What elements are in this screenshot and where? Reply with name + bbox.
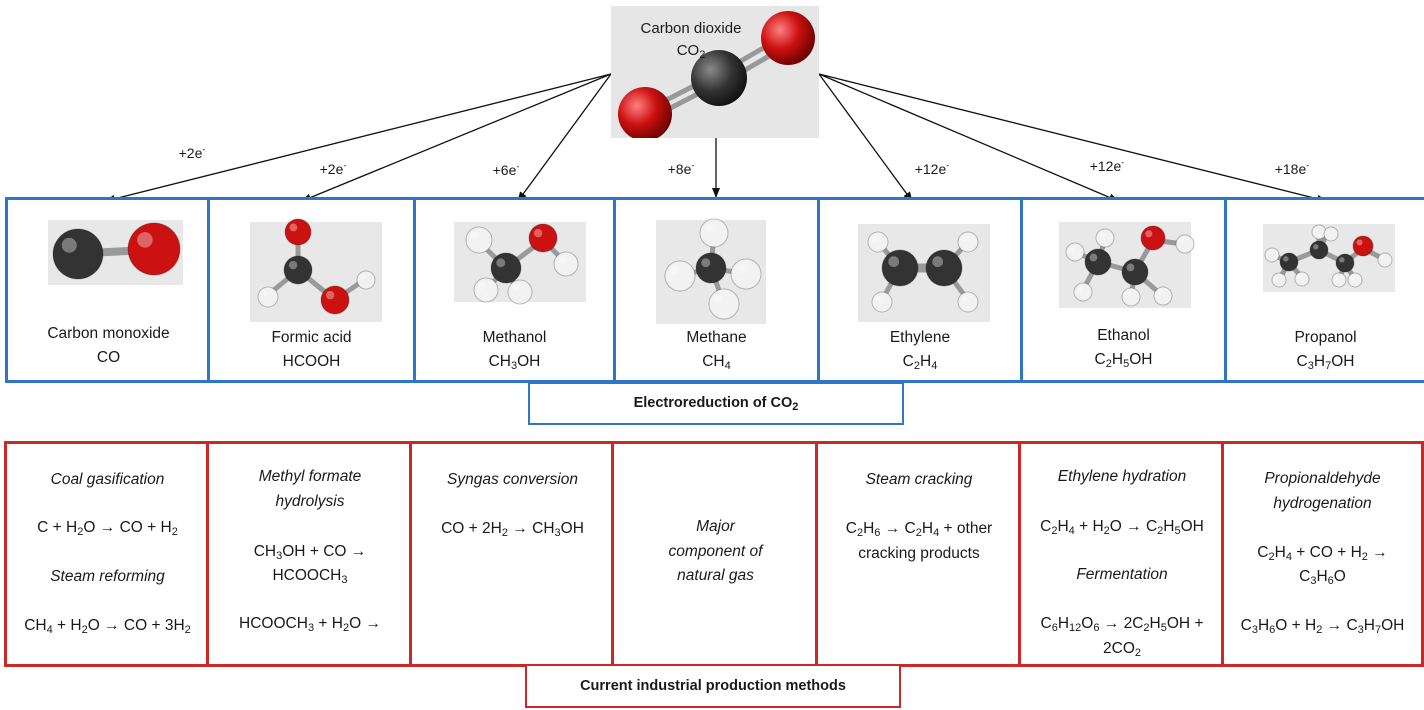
electron-label-1: +2e- [162,145,222,161]
product-name: Methanol [482,329,547,346]
method-equation: C2H4 + CO + H2 → [1257,544,1388,563]
co2-molecule-icon [618,11,815,138]
product-formula: C2H5OH [1094,351,1153,370]
method-title: Fermentation [1076,566,1168,583]
arrow-5 [818,73,913,202]
method-title: Steam cracking [865,471,973,488]
electron-label-sup: - [946,160,950,171]
method-equation: CO + 2H2 → CH3OH [441,520,584,539]
product-name: Ethylene [889,329,951,346]
method-equation: C3H6O [1299,568,1346,587]
co2-label: Carbon dioxide CO2 [611,18,771,66]
method-box-3: Syngas conversion CO + 2H2 → CH3OH [409,441,616,667]
electron-label-5: +12e- [902,161,962,177]
electron-label-7: +18e- [1262,161,1322,177]
electron-label-text: +12e [914,161,947,177]
electron-label-sup: - [691,160,695,171]
co-molecule-icon [52,222,181,280]
methane-molecule-icon [664,218,762,320]
method-equation: C2H4 + H2O → C2H5OH [1040,518,1204,537]
product-name: Propanol [1294,329,1357,346]
electron-label-2: +2e- [303,161,363,177]
product-formula: CO [96,349,121,366]
arrow-6 [818,73,1119,202]
co2-name: Carbon dioxide [640,20,742,37]
method-equation: C + H2O → CO + H2 [37,519,178,538]
electron-label-text: +2e [178,145,203,161]
propanol-molecule-icon [1264,224,1393,288]
electron-label-text: +18e [1274,161,1307,177]
method-equation: 2CO2 [1103,640,1141,659]
method-title: Coal gasification [50,471,165,488]
electron-label-sup: - [1121,157,1125,168]
method-equation: HCOOCH3 + H2O → [239,615,381,634]
product-name: Formic acid [271,329,352,346]
method-title: Steam reforming [50,568,165,585]
electron-label-sup: - [1306,160,1310,171]
ethylene-molecule-icon [867,231,979,313]
electron-label-text: +6e [492,162,517,178]
method-box-4: Major component of natural gas [611,441,820,667]
product-name: Carbon monoxide [47,325,170,342]
method-title: Major [696,518,735,535]
arrow-2 [301,73,612,202]
method-equation: C6H12O6 → 2C2H5OH + [1040,615,1204,634]
method-title: Ethylene hydration [1057,468,1187,485]
method-title: Propionaldehyde [1264,470,1381,487]
electron-label-sup: - [343,160,347,171]
method-title: hydrolysis [275,493,345,510]
electron-label-text: +12e [1089,158,1122,174]
electron-label-6: +12e- [1077,158,1137,174]
electron-label-3: +6e- [476,162,536,178]
product-formula: CH4 [702,353,731,372]
product-formula: C3H7OH [1296,353,1355,372]
electron-label-4: +8e- [651,161,711,177]
method-title: natural gas [677,567,754,584]
method-box-1: Coal gasification C + H2O → CO + H2 Steam … [4,441,211,667]
formic-acid-molecule-icon [257,218,376,315]
method-equation: C2H6 → C2H4 + other [845,520,993,539]
product-formula: CH3OH [488,353,541,372]
arrow-3 [517,73,612,202]
co2-formula: CO2 [676,42,706,61]
method-equation: C3H6O + H2 → C3H7OH [1240,617,1405,636]
co2-molecule-panel: Carbon dioxide CO2 [611,6,819,138]
method-equation: CH3OH + CO → [253,543,367,562]
product-formula: C2H4 [902,353,938,372]
method-equation: CH4 + H2O → CO + 3H2 [24,617,191,636]
electron-label-text: +2e [319,161,344,177]
method-title: component of [668,543,763,560]
electron-label-sup: - [516,161,520,172]
electroreduction-caption: Electroreduction of CO2 [528,382,904,425]
methods-row: Coal gasification C + H2O → CO + H2 Steam … [4,441,1424,667]
method-title: hydrogenation [1273,495,1372,512]
industrial-caption: Current industrial production methods [525,664,901,708]
ethanol-molecule-icon [1065,225,1195,307]
method-title: Syngas conversion [447,471,578,488]
arrow-7 [818,73,1327,203]
method-title: Methyl formate [258,468,362,485]
electron-label-text: +8e [667,161,692,177]
electron-label-sup: - [202,144,206,155]
methanol-molecule-icon [465,223,579,305]
product-name: Ethanol [1097,327,1150,344]
product-name: Methane [686,329,747,346]
method-equation: cracking products [858,545,980,562]
arrow-1 [105,73,612,203]
product-formula: HCOOH [282,353,341,370]
method-equation: HCOOCH3 [272,567,348,586]
